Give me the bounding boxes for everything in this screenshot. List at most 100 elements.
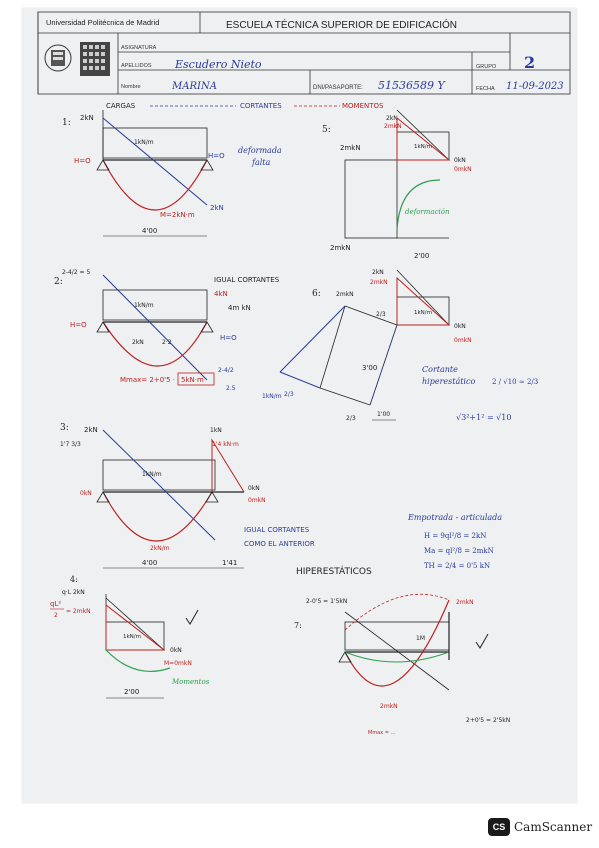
p3-mid: 2kN/m [150,545,170,552]
p3-span: 4'00 [142,559,157,567]
p6-sqrt: √3²+1² = √10 [456,413,511,422]
legend-cortantes: CORTANTES [240,102,282,110]
p4-span: 2'00 [124,688,139,696]
p3-igual2: COMO EL ANTERIOR [244,540,315,548]
p6-omkn: 0mkN [454,337,472,344]
problem-6-diagram: 6: 2kN 2mkN 2mkN 1kN/m 2/3 3'00 1kN/m 2/… [262,269,538,422]
legend-momentos: MOMENTOS [342,102,384,110]
p2-h-left: H=O [70,321,87,329]
p4-ql2: qL² [50,600,61,608]
legend: CARGAS CORTANTES MOMENTOS [106,102,384,110]
hyper-title: HIPERESTÁTICOS [296,565,372,577]
p5-omkn: 0mkN [454,166,472,173]
p6-number: 6: [312,289,321,299]
p5-number: 5: [322,125,331,135]
school-name: ESCUELA TÉCNICA SUPERIOR DE EDIFICACIÓN [226,18,457,31]
p5-deformacion: deformación [405,208,450,216]
p3-omkn: 0mkN [248,497,266,504]
p4-okn: 0kN [170,647,182,654]
p1-moment: 1kN/m [134,139,154,146]
checkmark-icon [475,633,489,649]
p7-mid-val: 1M [416,635,425,642]
p7-right-bottom: 2+0'5 = 2'5kN [466,717,510,724]
p6-hiper: hiperestático [422,377,475,386]
p6-load: 2mkN [336,291,354,298]
p1-load-left: 2kN [80,114,94,122]
p4-ql2-den: 2 [54,612,58,619]
p1-h-zero-right: H=O [208,152,225,160]
p5-top-val: 2kN [386,115,398,122]
problem-7-diagram: 7: 2-0'5 = 1'5kN 2mkN 1M 2mkN 2+0'5 = 2'… [294,593,510,736]
p2-h-right: H=O [220,334,237,342]
p2-moment: 1kN/m [134,302,154,309]
p5-bottom: 2mkN [330,244,351,252]
checkmark-icon [185,609,199,625]
p2-top-label: 2-4/2 = 5 [62,269,90,276]
etsem-building-logo [80,42,110,76]
apellidos-label: APELLIDOS [121,63,152,69]
problem-4-diagram: 4: q·L 2kN qL² 2 = 2mkN 1kN/m 0kN M=0mkN… [50,575,210,699]
p1-span: 4'00 [142,227,157,235]
p3-number: 3: [60,423,69,433]
p1-number: 1: [62,118,71,128]
hyper-emp: Empotrada - articulada [407,513,502,522]
p5-left-val: 2mkN [340,144,361,152]
p2-val-2kn: 2kN [132,339,144,346]
p3-right-val: 1'4 kN·m [212,441,239,448]
p2-m-right: 4kN [214,290,228,298]
p5-span: 2'00 [414,252,429,260]
p1-reaction: 2kN [210,204,224,212]
scanned-sheet [22,8,577,803]
p7-right-val: 2mkN [456,599,474,606]
camscanner-label: CamScanner [514,820,593,834]
p2-number: 2: [54,277,63,287]
p3-okn-left: 0kN [80,490,92,497]
problem-5-diagram: 5: 2kN 2mkN 2mkN 1kN/m 0kN 0mkN deformac… [322,109,472,260]
p3-okn-right: 0kN [248,485,260,492]
p6-top-val: 2kN [372,269,384,276]
fecha-value: 11-09-2023 [506,81,564,92]
p3-right-top: 1kN [210,427,222,434]
p6-cortante: Cortante [422,365,458,374]
upm-crest-logo [44,44,72,72]
nombre-value: MARINA [171,81,217,92]
p3-left-val: 1'7 3/3 [60,441,81,448]
p1-deformada: deformada [238,146,282,155]
p6-moment: 1kN/m [414,310,432,316]
problem-1-diagram: 1: 2kN 1kN/m H=O H=O deformada falta M=2… [62,110,282,237]
university-name: Universidad Politécnica de Madrid [46,18,159,27]
p2-right-val2: 2.5 [226,385,236,392]
p6-top-val2: 2mkN [370,279,388,286]
p7-left-val: 2-0'5 = 1'5kN [306,598,347,605]
hyper-th: TH = 2/4 = 0'5 kN [424,562,490,570]
p4-load: q·L 2kN [62,589,85,596]
camscanner-logo-icon: CS [488,818,510,836]
grupo-label: GRUPO [476,64,497,70]
p1-m-max: M=2kN·m [160,211,195,219]
p6-bottom: 2/3 [346,415,356,422]
p6-height: 3'00 [362,364,377,372]
p7-bottom-val: 2mkN [380,703,398,710]
p4-ql2-val: = 2mkN [66,608,91,615]
p6-diag2: 2/3 [284,391,294,398]
p3-moment: 1kN/m [142,471,162,478]
p3-left-top: 2kN [84,426,98,434]
p6-diag: 1kN/m [262,393,282,400]
p2-val-2m: 2·2 [162,339,172,346]
p5-okn: 0kN [454,157,466,164]
p4-moment: 1kN/m [123,634,141,640]
p7-number: 7: [294,621,302,630]
apellidos-value: Escudero Nieto [174,58,262,71]
p3-span2: 1'41 [222,559,237,567]
problem-2-diagram: 2: 2-4/2 = 5 IGUAL CORTANTES 4kN 4m kN H… [54,269,280,392]
p4-number: 4: [70,575,78,584]
p1-falta: falta [251,158,271,167]
p1-h-zero-left: H=O [74,157,91,165]
grupo-value: 2 [524,53,535,72]
asignatura-label: ASIGNATURA [121,45,157,51]
p2-right-val: 2-4/2 [218,367,234,374]
p6-span: 1'00 [377,411,390,418]
hyper-ma: Ma = ql²/8 = 2mkN [424,547,494,555]
p4-m0: M=0mkN [164,660,192,667]
p3-igual: IGUAL CORTANTES [244,526,310,534]
